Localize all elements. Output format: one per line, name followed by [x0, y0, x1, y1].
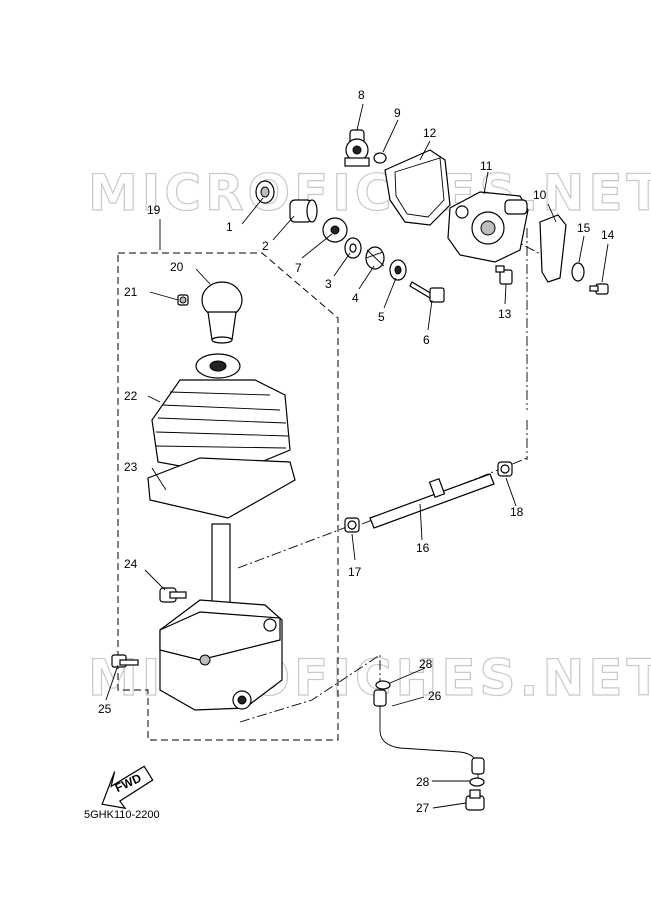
assembly-outline: [117, 252, 339, 741]
knob-part-20: [201, 281, 243, 344]
callout-21: 21: [124, 285, 138, 299]
callout-3: 3: [325, 277, 332, 291]
callout-23: 23: [124, 460, 138, 474]
callout-28-bottom: 28: [416, 775, 430, 789]
bolt-part-25: [111, 654, 139, 668]
bolt-part-24: [159, 587, 187, 603]
spring-part-4: [365, 246, 385, 270]
callout-15: 15: [577, 221, 591, 235]
washer-part-3: [344, 237, 362, 259]
callout-2: 2: [262, 239, 269, 253]
gasket-part: [384, 149, 451, 226]
callout-27: 27: [416, 801, 430, 815]
gasket-part-23: [147, 457, 296, 519]
callout-17: 17: [348, 565, 362, 579]
bracket-part: [539, 214, 567, 283]
callout-13: 13: [498, 307, 512, 321]
callout-1: 1: [226, 220, 233, 234]
shaft-part-16: [369, 473, 495, 529]
leader-lines: [105, 103, 609, 809]
nut-part-18: [497, 461, 513, 477]
callout-8: 8: [358, 88, 365, 102]
lever-part: [344, 129, 370, 167]
callout-25: 25: [98, 702, 112, 716]
callout-16: 16: [416, 541, 430, 555]
o-ring-part: [373, 152, 387, 164]
clip-part-28-bottom: [469, 777, 485, 787]
boot-part-22: [151, 353, 291, 476]
fwd-arrow-icon: FWD: [101, 765, 154, 810]
hose-end-bottom: [471, 757, 485, 775]
callout-28-top: 28: [419, 657, 433, 671]
nut-part-17: [344, 517, 360, 533]
watermark-top: MICROFICHES.NET: [88, 164, 651, 222]
diagram-code: 5GHK110-2200: [84, 809, 160, 821]
callout-9: 9: [394, 106, 401, 120]
callout-18: 18: [510, 505, 524, 519]
callout-5: 5: [378, 310, 385, 324]
fitting-part-27: [465, 789, 485, 811]
spacer-part-1: [255, 180, 275, 204]
washer-part-5: [389, 259, 407, 281]
callout-7: 7: [295, 261, 302, 275]
bolt-part-6: [409, 281, 445, 303]
callout-11: 11: [480, 159, 493, 173]
shift-housing-part: [447, 191, 529, 263]
hose-end-top: [373, 689, 387, 707]
callout-19: 19: [147, 203, 161, 217]
bolt-part-13: [495, 265, 513, 285]
bolt-part-14: [589, 283, 609, 295]
clip-part-28-top: [375, 680, 391, 690]
shift-base-part: [159, 523, 283, 711]
callout-24: 24: [124, 557, 138, 571]
callout-4: 4: [352, 291, 359, 305]
callout-10: 10: [533, 188, 547, 202]
callout-12: 12: [423, 126, 437, 140]
callout-22: 22: [124, 389, 138, 403]
collar-part-2: [289, 199, 318, 223]
callout-14: 14: [601, 228, 615, 242]
washer-part-15: [571, 262, 585, 282]
callout-26: 26: [428, 689, 442, 703]
callout-6: 6: [423, 333, 430, 347]
reference-line-hose: [239, 654, 381, 723]
screw-part-21: [177, 294, 189, 306]
callout-20: 20: [170, 260, 184, 274]
